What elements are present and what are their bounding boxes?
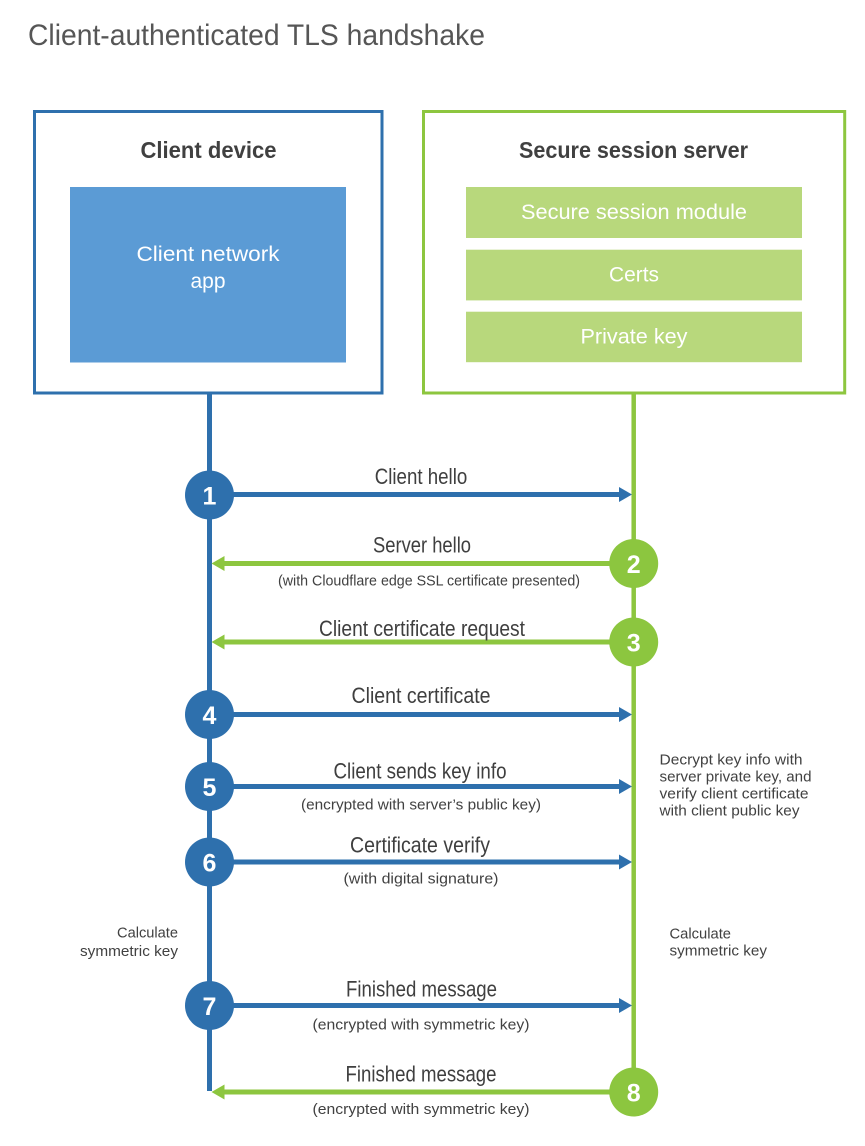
svg-text:Secure session server: Secure session server [519, 137, 748, 163]
svg-text:verify client certificate: verify client certificate [660, 787, 809, 803]
svg-text:Client sends key info: Client sends key info [334, 759, 507, 784]
svg-text:Secure session module: Secure session module [521, 200, 747, 224]
svg-text:Decrypt key info with: Decrypt key info with [660, 753, 803, 769]
svg-text:server private key, and: server private key, and [660, 770, 812, 786]
svg-text:symmetric key: symmetric key [670, 944, 768, 960]
svg-text:Private key: Private key [581, 325, 688, 349]
svg-text:Calculate: Calculate [117, 926, 178, 942]
svg-text:Client certificate: Client certificate [352, 683, 491, 708]
svg-text:1: 1 [203, 482, 217, 510]
svg-text:Client hello: Client hello [375, 464, 468, 489]
svg-text:Certificate verify: Certificate verify [350, 833, 490, 858]
svg-text:Client device: Client device [141, 137, 277, 163]
svg-text:symmetric key: symmetric key [80, 944, 179, 960]
svg-text:6: 6 [203, 849, 217, 877]
svg-text:with client public key: with client public key [658, 804, 800, 820]
svg-text:Certs: Certs [609, 263, 659, 287]
svg-text:(encrypted with server’s publi: (encrypted with server’s public key) [301, 797, 541, 814]
svg-text:3: 3 [627, 629, 641, 657]
svg-text:(with Cloudflare edge SSL cert: (with Cloudflare edge SSL certificate pr… [278, 573, 580, 590]
svg-text:Client network: Client network [137, 242, 280, 266]
svg-text:Calculate: Calculate [670, 927, 732, 943]
svg-text:(with digital signature): (with digital signature) [344, 871, 499, 888]
svg-text:5: 5 [203, 774, 217, 802]
svg-text:7: 7 [203, 993, 217, 1021]
svg-text:Finished message: Finished message [346, 1062, 497, 1087]
svg-text:Client-authenticated TLS hands: Client-authenticated TLS handshake [28, 19, 485, 52]
svg-text:Server hello: Server hello [373, 533, 471, 558]
svg-text:8: 8 [627, 1079, 641, 1107]
svg-text:Client certificate request: Client certificate request [319, 616, 525, 641]
svg-text:Finished message: Finished message [346, 977, 497, 1002]
svg-text:2: 2 [627, 551, 641, 579]
svg-text:(encrypted with symmetric key): (encrypted with symmetric key) [313, 1101, 530, 1118]
svg-text:app: app [191, 269, 226, 293]
svg-text:(encrypted with symmetric key): (encrypted with symmetric key) [313, 1017, 530, 1034]
svg-text:4: 4 [203, 702, 217, 730]
